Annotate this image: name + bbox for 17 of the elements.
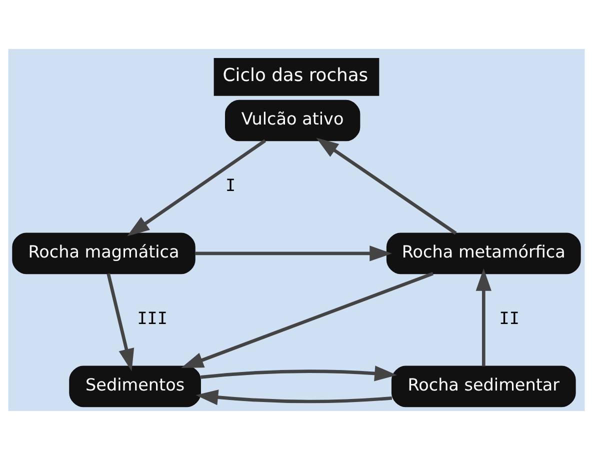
arrow (200, 366, 397, 382)
edge-label: I (226, 174, 236, 195)
node-box: Rocha magmática (12, 232, 196, 274)
node-box: Rocha metamórfica (386, 232, 581, 274)
node-box: Rocha sedimentar (391, 366, 576, 408)
edge-label: II (499, 308, 520, 328)
arrow (196, 390, 392, 406)
node-box: Vulcão ativo (225, 100, 360, 142)
diagram-title: Ciclo das rochas (222, 65, 368, 86)
arrow (127, 139, 266, 236)
node-box: Sedimentos (69, 366, 201, 408)
arrow (316, 138, 457, 235)
arrow (195, 246, 392, 262)
arrow (181, 272, 434, 368)
arrow (476, 268, 492, 366)
edge-label: III (137, 308, 168, 328)
arrow (106, 273, 134, 372)
